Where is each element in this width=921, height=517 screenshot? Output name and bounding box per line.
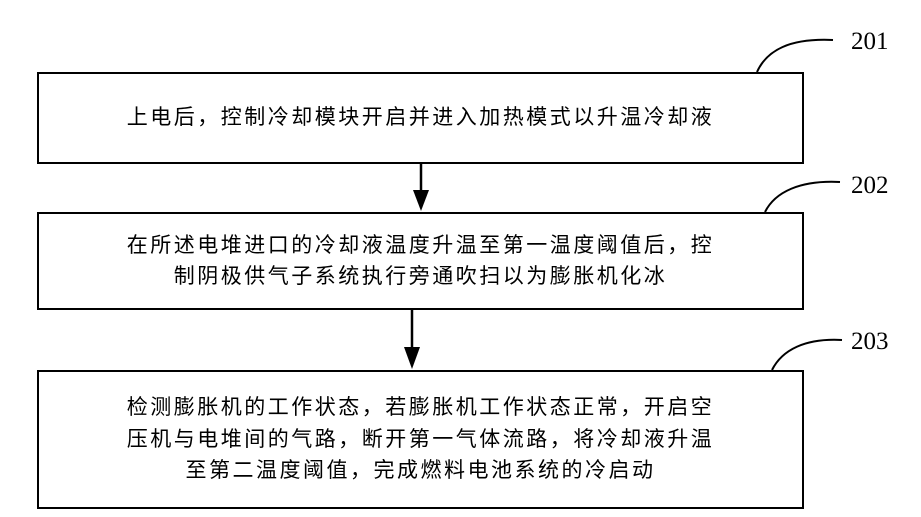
arrow-202-to-203 xyxy=(404,310,420,369)
step-number-202: 202 xyxy=(851,172,889,200)
step-number-201: 201 xyxy=(851,28,889,56)
step-text-202: 在所述电堆进口的冷却液温度升温至第一温度阈值后，控 制阴极供气子系统执行旁通吹扫… xyxy=(127,230,715,293)
arrow-201-to-202 xyxy=(413,164,429,211)
step-203-line-2: 压机与电堆间的气路，断开第一气体流路，将冷却液升温 xyxy=(127,424,715,456)
leader-curve-203 xyxy=(772,340,842,370)
step-201-line-1: 上电后，控制冷却模块开启并进入加热模式以升温冷却液 xyxy=(127,102,715,134)
step-box-201: 上电后，控制冷却模块开启并进入加热模式以升温冷却液 xyxy=(37,72,804,164)
step-203-line-1: 检测膨胀机的工作状态，若膨胀机工作状态正常，开启空 xyxy=(127,392,715,424)
step-202-line-1: 在所述电堆进口的冷却液温度升温至第一温度阈值后，控 xyxy=(127,230,715,262)
step-box-203: 检测膨胀机的工作状态，若膨胀机工作状态正常，开启空 压机与电堆间的气路，断开第一… xyxy=(37,370,804,509)
step-box-202: 在所述电堆进口的冷却液温度升温至第一温度阈值后，控 制阴极供气子系统执行旁通吹扫… xyxy=(37,212,804,310)
step-text-201: 上电后，控制冷却模块开启并进入加热模式以升温冷却液 xyxy=(127,102,715,134)
leader-curve-201 xyxy=(757,40,833,72)
step-number-203: 203 xyxy=(851,328,889,356)
step-202-line-2: 制阴极供气子系统执行旁通吹扫以为膨胀机化冰 xyxy=(127,261,715,293)
leader-curve-202 xyxy=(765,182,840,212)
step-text-203: 检测膨胀机的工作状态，若膨胀机工作状态正常，开启空 压机与电堆间的气路，断开第一… xyxy=(127,392,715,487)
step-203-line-3: 至第二温度阈值，完成燃料电池系统的冷启动 xyxy=(127,455,715,487)
